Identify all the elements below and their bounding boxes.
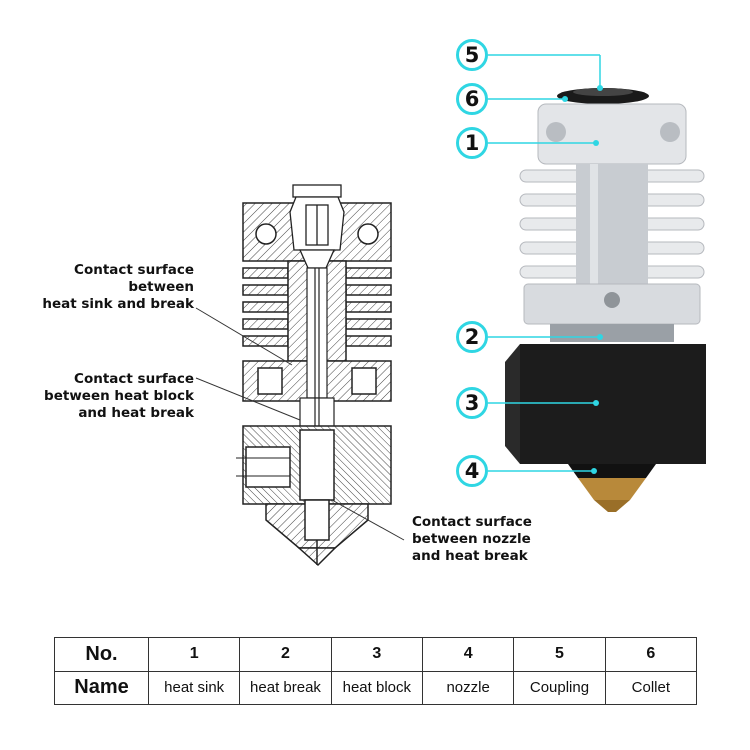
header-name: Name: [54, 670, 149, 705]
table-cell: Collet: [604, 670, 698, 705]
callout-3: 3: [456, 387, 488, 419]
heat-block-section: [236, 425, 392, 505]
callout-leaders: [488, 54, 601, 472]
callout-6: 6: [456, 83, 488, 115]
label-line: Contact surface: [412, 514, 532, 530]
label-line: between heat block: [44, 388, 194, 404]
callout-dots: [562, 85, 603, 474]
label-line: and heat break: [412, 548, 528, 564]
callout-5: 5: [456, 39, 488, 71]
table-cell: 5: [513, 637, 606, 672]
table-cell: 3: [330, 637, 423, 672]
table-cell: heat break: [239, 670, 332, 705]
collet-section: [289, 184, 345, 269]
parts-table: No. 1 2 3 4 5 6 Name heat sink heat brea…: [54, 637, 698, 705]
table-row-names: Name heat sink heat break heat block noz…: [54, 670, 698, 705]
label-line: Contact surface: [74, 371, 194, 387]
leader-lines: [195, 307, 405, 541]
label-heat-sink-contact: Contact surface between heat sink and br…: [10, 262, 194, 313]
callout-2: 2: [456, 321, 488, 353]
label-line: between nozzle: [412, 531, 531, 547]
label-line: and heat break: [78, 405, 194, 421]
label-line: heat sink and break: [42, 296, 194, 312]
table-cell: 1: [147, 637, 241, 672]
hotend-photo: [505, 88, 706, 512]
header-no: No.: [54, 637, 149, 672]
nozzle-section: [265, 499, 369, 567]
label-line: Contact surface: [74, 262, 194, 278]
table-cell: heat sink: [147, 670, 241, 705]
table-cell: 4: [421, 637, 515, 672]
label-line: between: [128, 279, 194, 295]
table-cell: 6: [604, 637, 698, 672]
label-nozzle-contact: Contact surface between nozzle and heat …: [412, 514, 592, 565]
callout-4: 4: [456, 455, 488, 487]
table-cell: 2: [239, 637, 332, 672]
table-cell: Coupling: [513, 670, 606, 705]
table-row-numbers: No. 1 2 3 4 5 6: [54, 637, 698, 672]
table-cell: heat block: [330, 670, 423, 705]
callout-1: 1: [456, 127, 488, 159]
table-cell: nozzle: [421, 670, 515, 705]
label-heat-block-contact: Contact surface between heat block and h…: [10, 371, 194, 422]
